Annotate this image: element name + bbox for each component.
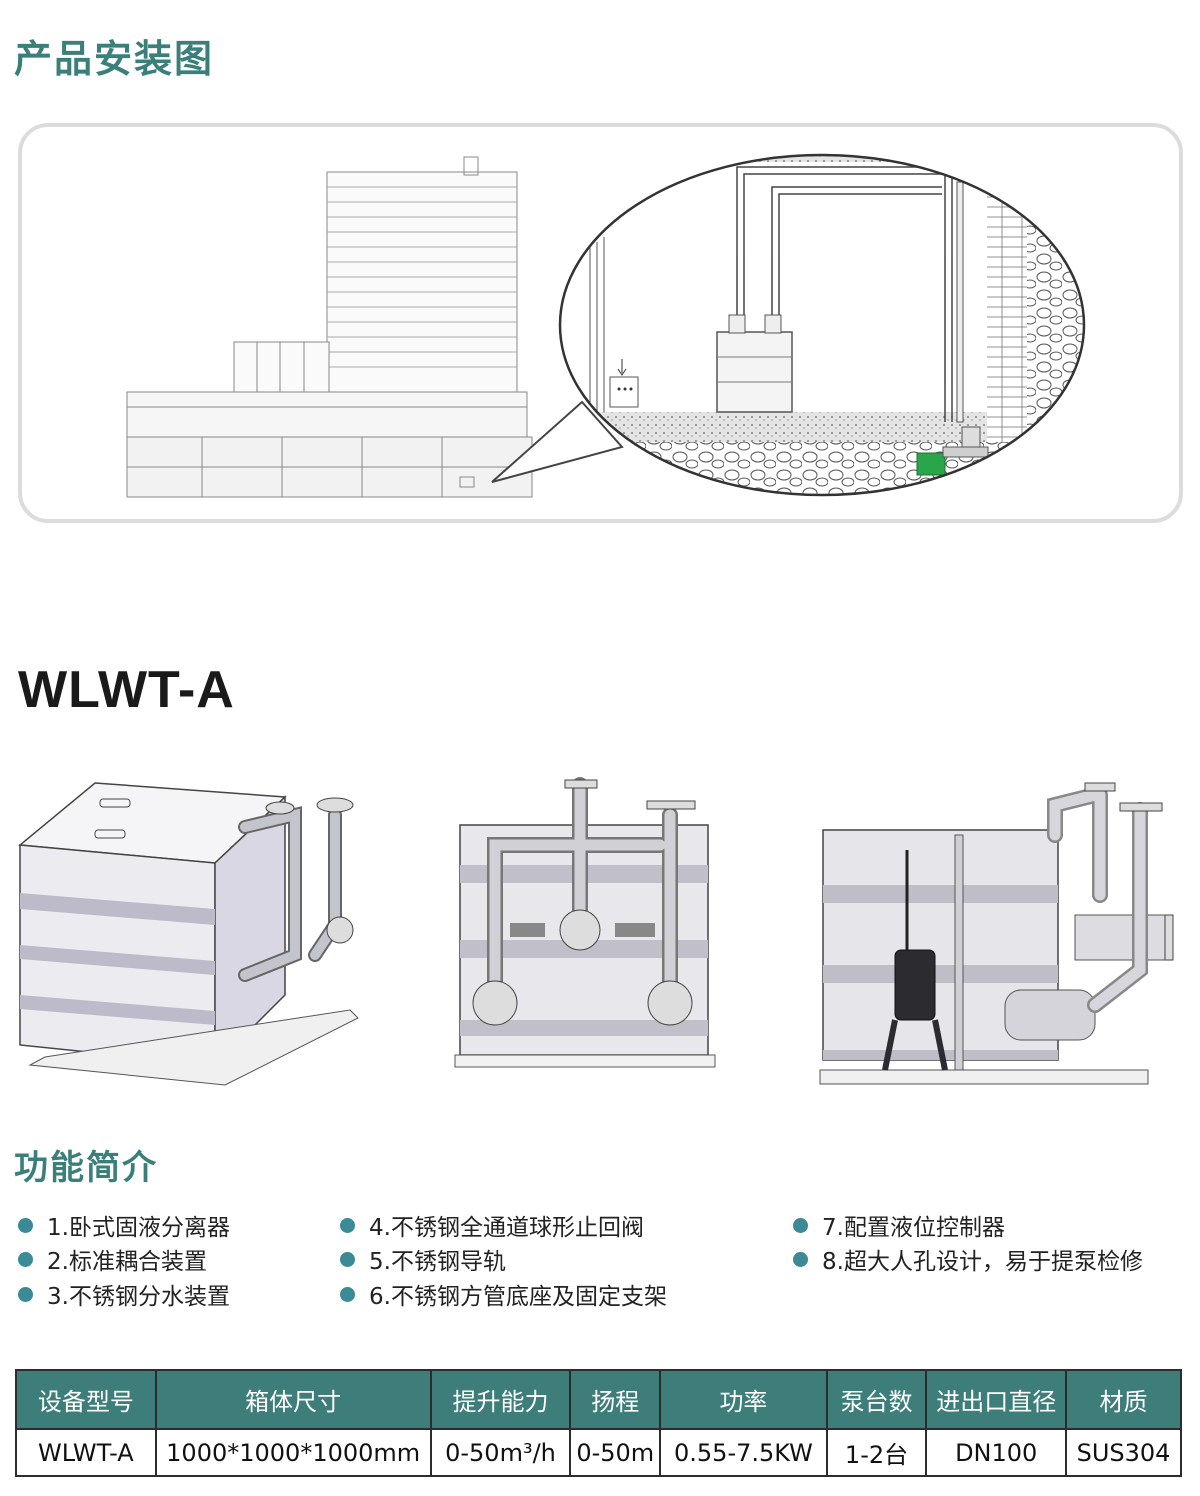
spec-header-row: 设备型号 箱体尺寸 提升能力 扬程 功率 泵台数 进出口直径 材质 (15, 1369, 1182, 1430)
feature-item: 2.标准耦合装置 (18, 1242, 207, 1276)
bullet-icon (340, 1251, 355, 1267)
install-section-title: 产品安装图 (14, 37, 215, 81)
install-diagram (126, 153, 1086, 498)
feature-item: 6.不锈钢方管底座及固定支架 (340, 1277, 667, 1311)
bullet-icon (18, 1251, 33, 1267)
model-title: WLWT-A (18, 661, 235, 719)
header-material: 材质 (1065, 1369, 1182, 1430)
cell-diameter: DN100 (925, 1428, 1068, 1477)
cell-capacity: 0-50m³/h (429, 1428, 572, 1477)
bullet-icon (793, 1251, 808, 1267)
install-diagram-panel (18, 123, 1183, 523)
feature-item: 3.不锈钢分水装置 (18, 1277, 230, 1311)
pump-room-closeup (560, 155, 1084, 495)
product-view-side (819, 782, 1174, 1085)
header-capacity: 提升能力 (429, 1369, 572, 1430)
cell-pump-count: 1-2台 (825, 1428, 928, 1477)
table-row: WLWT-A 1000*1000*1000mm 0-50m³/h 0-50m 0… (15, 1428, 1182, 1477)
cell-size: 1000*1000*1000mm (154, 1428, 432, 1477)
bullet-icon (793, 1217, 808, 1233)
building-illustration (126, 156, 533, 498)
feature-item: 5.不锈钢导轨 (340, 1242, 506, 1276)
product-view-isometric (18, 782, 359, 1086)
bullet-icon (18, 1217, 33, 1233)
header-model: 设备型号 (15, 1369, 157, 1430)
cell-model: WLWT-A (15, 1428, 157, 1477)
header-diameter: 进出口直径 (925, 1369, 1068, 1430)
header-pump-count: 泵台数 (825, 1369, 928, 1430)
cell-head: 0-50m (569, 1428, 662, 1477)
bullet-icon (18, 1286, 33, 1302)
header-power: 功率 (659, 1369, 828, 1430)
product-view-front (454, 777, 716, 1068)
features-title: 功能简介 (14, 1148, 158, 1188)
feature-item: 4.不锈钢全通道球形止回阀 (340, 1208, 644, 1242)
product-views (18, 777, 1174, 1086)
feature-item: 1.卧式固液分离器 (18, 1208, 230, 1242)
cell-material: SUS304 (1065, 1428, 1182, 1477)
spec-table: 设备型号 箱体尺寸 提升能力 扬程 功率 泵台数 进出口直径 材质 WLWT-A… (15, 1369, 1182, 1477)
feature-item: 8.超大人孔设计，易于提泵检修 (793, 1242, 1143, 1276)
header-size: 箱体尺寸 (154, 1369, 432, 1430)
bullet-icon (340, 1217, 355, 1233)
cell-power: 0.55-7.5KW (659, 1428, 828, 1477)
header-head: 扬程 (569, 1369, 662, 1430)
bullet-icon (340, 1286, 355, 1302)
feature-item: 7.配置液位控制器 (793, 1208, 1005, 1242)
